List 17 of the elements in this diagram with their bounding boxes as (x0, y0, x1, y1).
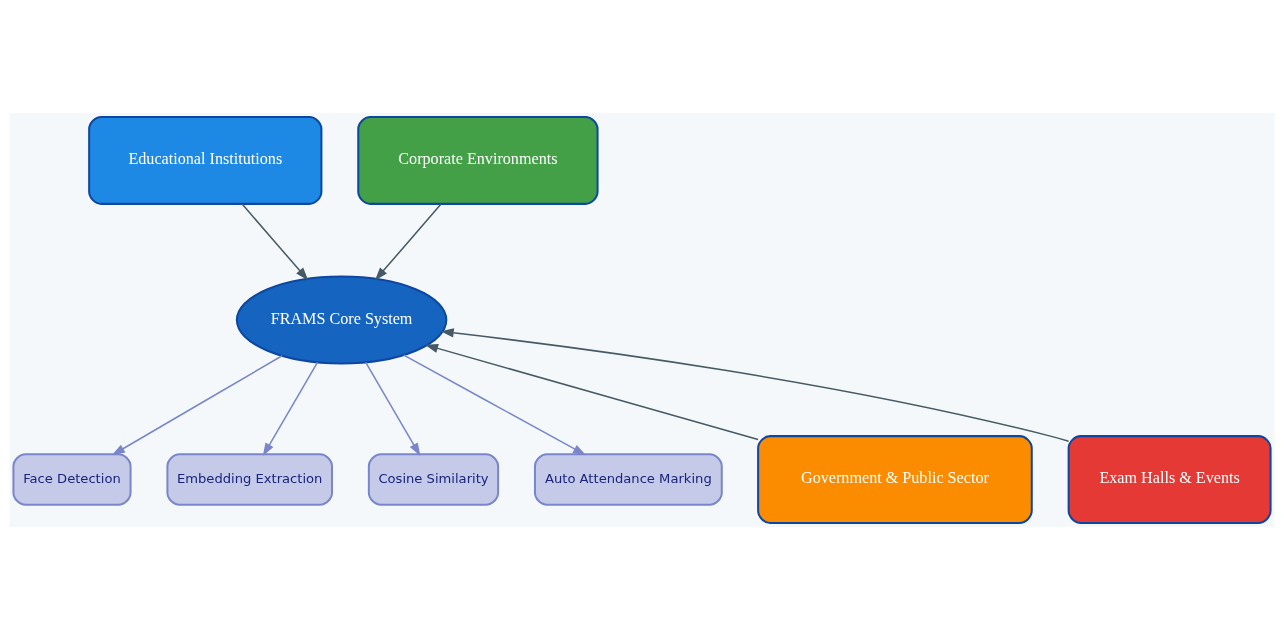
arrow (365, 361, 421, 456)
node-box: Face Detection (12, 452, 132, 506)
node-box: Corporate Environments (357, 115, 599, 205)
node-box: Educational Institutions (88, 115, 323, 205)
arrow (241, 202, 309, 280)
node-box: Auto Attendance Marking (533, 452, 723, 506)
node-box: Government & Public Sector (757, 434, 1033, 524)
node-box: Embedding Extraction (166, 452, 333, 506)
arrow (424, 343, 759, 440)
node-box: Cosine Similarity (367, 452, 500, 506)
arrow (440, 327, 1070, 442)
arrow (111, 354, 283, 455)
arrow (262, 361, 319, 456)
arrow (374, 202, 442, 280)
node-box: Exam Halls & Events (1067, 434, 1272, 524)
node-ellipse: FRAMS Core System (235, 275, 448, 364)
arrow (403, 353, 587, 455)
